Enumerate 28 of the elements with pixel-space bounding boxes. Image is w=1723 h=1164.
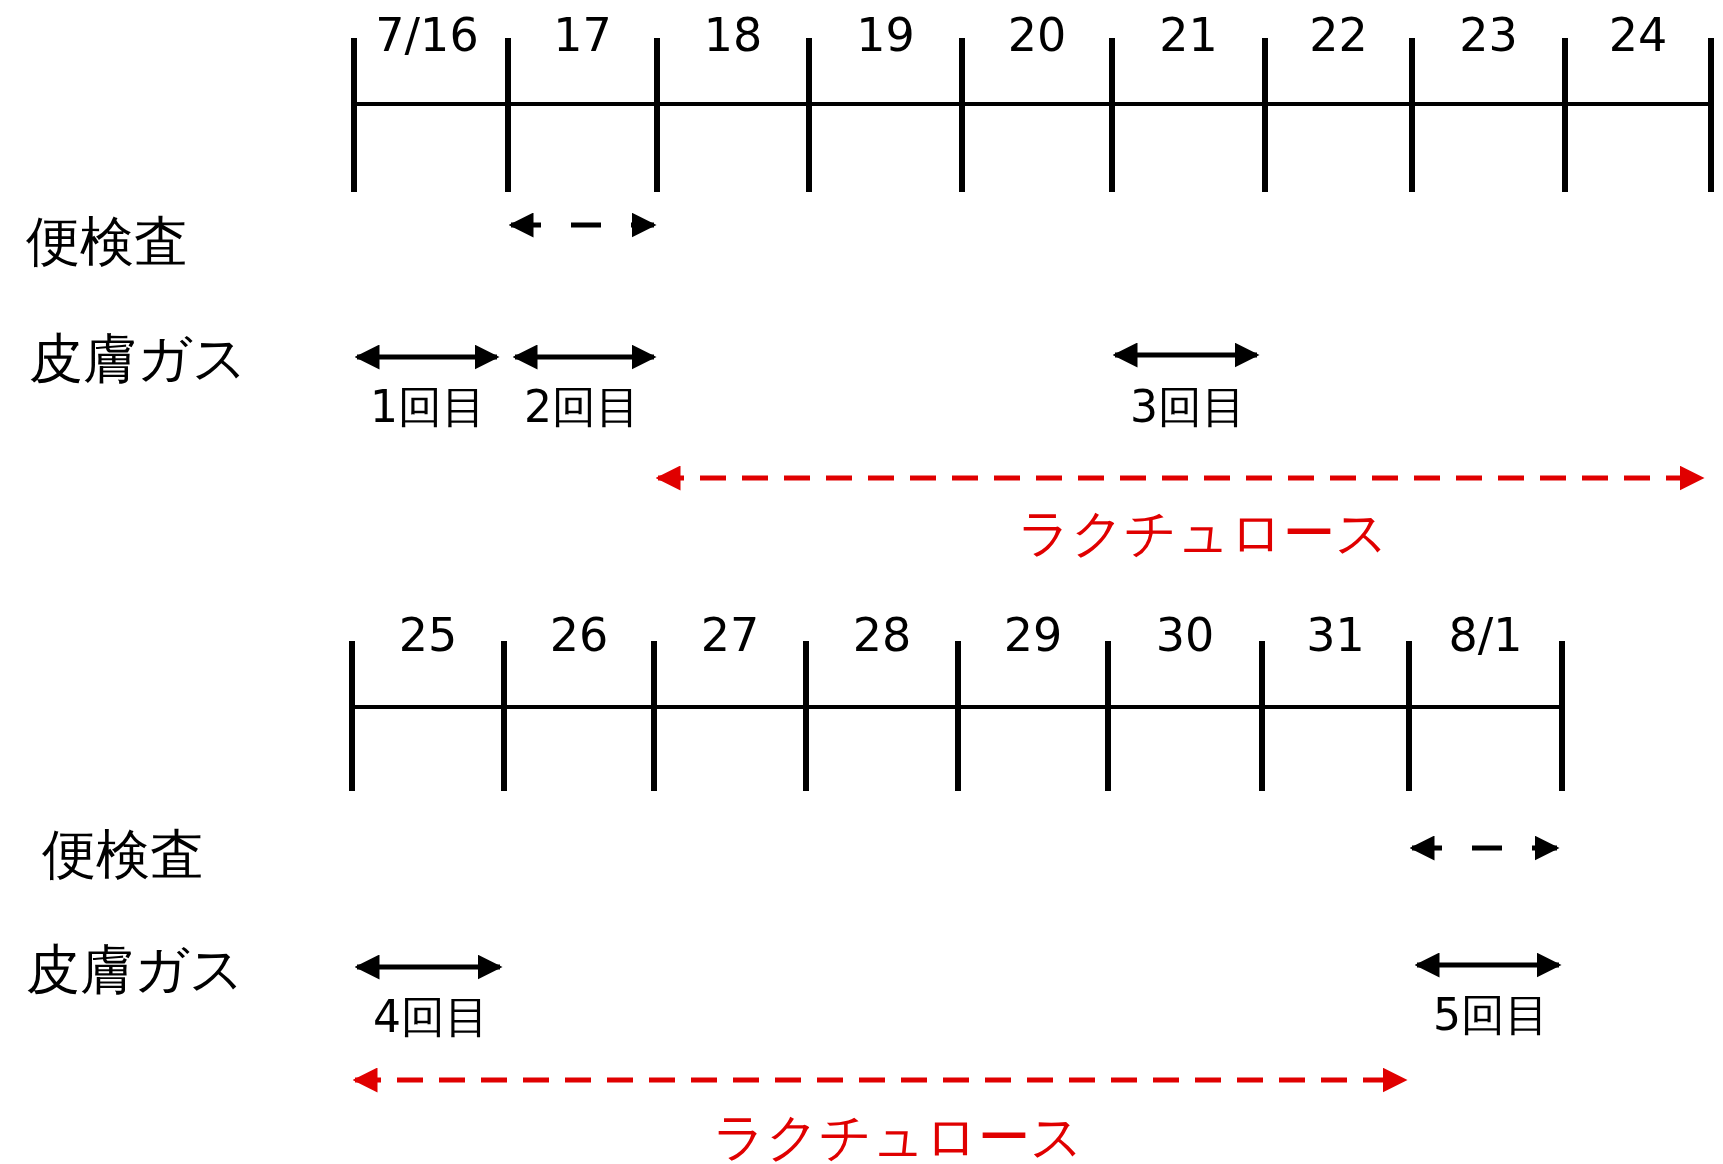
row-label: 皮膚ガス (26, 943, 244, 997)
date-label: 26 (549, 612, 609, 658)
date-label: 27 (700, 612, 760, 658)
date-label: 21 (1159, 12, 1218, 58)
date-label: 8/1 (1448, 612, 1523, 658)
date-label: 17 (553, 12, 612, 58)
date-label: 23 (1459, 12, 1518, 58)
row-label: 皮膚ガス (29, 332, 247, 386)
count-label: 4回目 (373, 995, 489, 1039)
date-label: 18 (703, 12, 763, 58)
row-label: 便検査 (26, 215, 188, 269)
count-label: 1回目 (370, 385, 486, 429)
date-label: 28 (852, 612, 912, 658)
date-label: 22 (1309, 12, 1368, 58)
date-label: 25 (398, 612, 458, 658)
drug-label: ラクチュロース (1018, 507, 1388, 559)
date-label: 31 (1306, 612, 1365, 658)
date-label: 7/16 (375, 12, 479, 58)
count-label: 3回目 (1130, 385, 1246, 429)
date-label: 20 (1007, 12, 1067, 58)
date-label: 24 (1608, 12, 1668, 58)
drug-label: ラクチュロース (713, 1111, 1083, 1163)
count-label: 5回目 (1433, 993, 1549, 1037)
date-label: 29 (1003, 612, 1063, 658)
date-label: 19 (856, 12, 915, 58)
count-label: 2回目 (524, 385, 640, 429)
date-label: 30 (1155, 612, 1215, 658)
row-label: 便検査 (42, 828, 204, 882)
